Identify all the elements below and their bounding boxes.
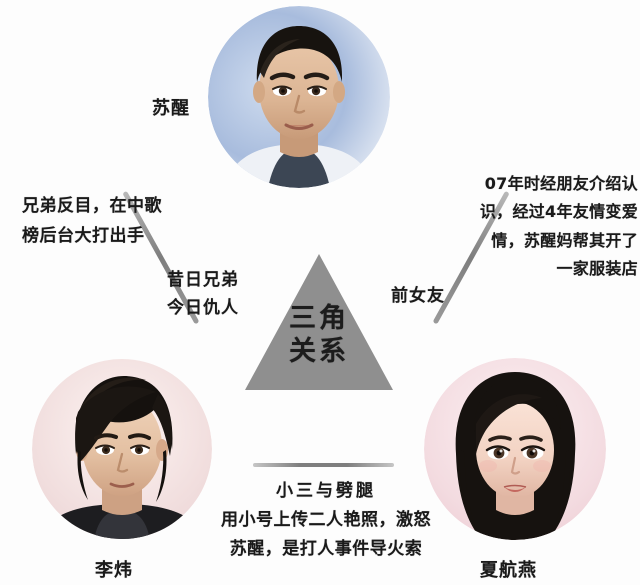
edge-description-bottom-line-2: 苏醒，是打人事件导火索 — [229, 539, 423, 560]
edge-relation-label-left: 昔日兄弟 今日仇人 — [167, 266, 239, 322]
center-label-line-1: 三角 — [289, 303, 349, 334]
edge-description-bottom-line-1: 用小号上传二人艳照，激怒 — [221, 510, 431, 531]
node-name-bottom-left: 李炜 — [95, 560, 133, 581]
edge-description-right-line-2: 识，经过4年友情变爱 — [479, 202, 638, 222]
edge-description-right-line-1: 07年时经朋友介绍认 — [484, 174, 638, 193]
center-triangle-label: 三角 关系 — [243, 303, 395, 369]
node-name-bottom-right: 夏航燕 — [480, 560, 537, 581]
edge-relation-label-right: 前女友 — [391, 281, 445, 306]
portrait-photo-top — [208, 6, 390, 188]
center-triangle-shape — [243, 252, 395, 392]
edge-description-right-line-4: 一家服装店 — [556, 259, 638, 279]
center-label-line-2: 关系 — [289, 335, 349, 367]
edge-description-left: 兄弟反目，在中歌 榜后台大打出手 — [22, 192, 162, 252]
edge-relation-left-line-2: 今日仇人 — [167, 298, 239, 319]
portrait-photo-bottom-left — [32, 358, 212, 540]
connector-line-bottom-left-to-bottom-right — [253, 463, 394, 467]
edge-relation-right-line-1: 前女友 — [391, 286, 445, 306]
edge-relation-bottom-line-1: 小三与劈腿 — [276, 481, 376, 501]
edge-description-left-line-2: 榜后台大打出手 — [22, 225, 145, 246]
edge-description-left-line-1: 兄弟反目，在中歌 — [22, 196, 162, 216]
edge-description-right: 07年时经朋友介绍认 识，经过4年友情变爱 情，苏醒妈帮其开了 一家服装店 — [466, 170, 638, 284]
edge-description-right-line-3: 情，苏醒妈帮其开了 — [491, 230, 638, 250]
edge-description-bottom: 小三与劈腿 用小号上传二人艳照，激怒 苏醒，是打人事件导火索 — [212, 477, 440, 565]
portrait-photo-bottom-right — [424, 358, 606, 540]
edge-relation-left-line-1: 昔日兄弟 — [167, 270, 239, 290]
node-name-top: 苏醒 — [152, 98, 190, 119]
